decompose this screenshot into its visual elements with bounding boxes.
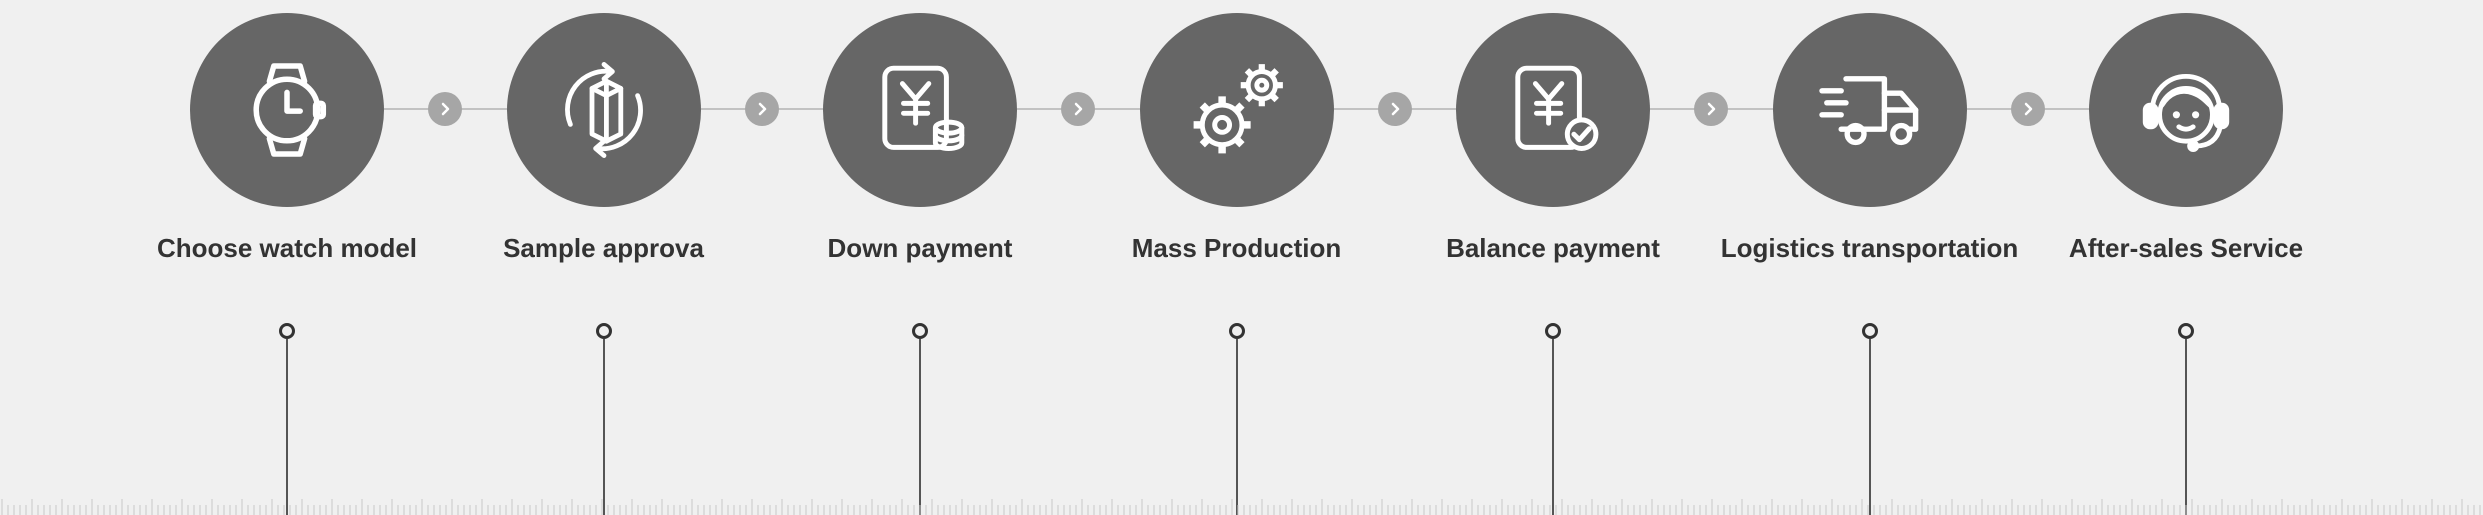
truck-icon — [1810, 50, 1930, 170]
step-circle-down-payment — [823, 13, 1017, 207]
timeline-stem — [1235, 339, 1238, 515]
step-arrow — [1694, 92, 1729, 126]
step-arrow — [1061, 92, 1096, 126]
yuan-coins-icon — [865, 55, 975, 165]
step-circle-after-sales-service — [2089, 13, 2283, 207]
step-label: Mass Production — [1131, 233, 1342, 263]
cube-rotate-icon — [544, 50, 664, 170]
timeline-stem — [1868, 339, 1871, 515]
chevron-right-icon — [2020, 101, 2036, 117]
step-arrow — [2010, 92, 2045, 126]
chevron-right-icon — [437, 101, 453, 117]
timeline-pin — [595, 323, 612, 339]
step-label: Sample approva — [503, 233, 704, 263]
step-label: After-sales Service — [2068, 233, 2304, 263]
timeline-stem — [919, 339, 921, 515]
headset-agent-icon — [2126, 50, 2246, 170]
timeline-pin — [2178, 323, 2194, 339]
gears-icon — [1175, 48, 1299, 172]
step-arrow — [428, 92, 463, 126]
timeline-pin — [912, 323, 928, 339]
timeline-stem — [2185, 339, 2187, 515]
step-circle-balance-payment — [1456, 13, 1650, 207]
timeline-pin — [279, 323, 295, 339]
step-label: Logistics transportation — [1720, 233, 2019, 263]
step-circle-logistics-transportation — [1772, 13, 1967, 207]
step-arrow — [744, 92, 779, 126]
timeline-pin — [1861, 323, 1878, 339]
chevron-right-icon — [1070, 101, 1086, 117]
watch-icon — [232, 55, 342, 165]
step-circle-mass-production — [1139, 13, 1334, 207]
chevron-right-icon — [754, 101, 770, 117]
step-circle-sample-approva — [506, 13, 701, 207]
chevron-right-icon — [1703, 101, 1719, 117]
step-label: Choose watch model — [156, 233, 418, 263]
timeline-pin — [1545, 323, 1561, 339]
timeline-stem — [1552, 339, 1554, 515]
yuan-check-icon — [1498, 55, 1608, 165]
step-arrow — [1377, 92, 1412, 126]
timeline-stem — [602, 339, 605, 515]
chevron-right-icon — [1387, 101, 1403, 117]
step-label: Down payment — [827, 233, 1013, 263]
timeline-ruler — [1, 499, 2481, 515]
timeline-pin — [1228, 323, 1245, 339]
timeline-stem — [286, 339, 288, 515]
step-label: Balance payment — [1446, 233, 1660, 263]
step-circle-choose-watch-model — [190, 13, 384, 207]
